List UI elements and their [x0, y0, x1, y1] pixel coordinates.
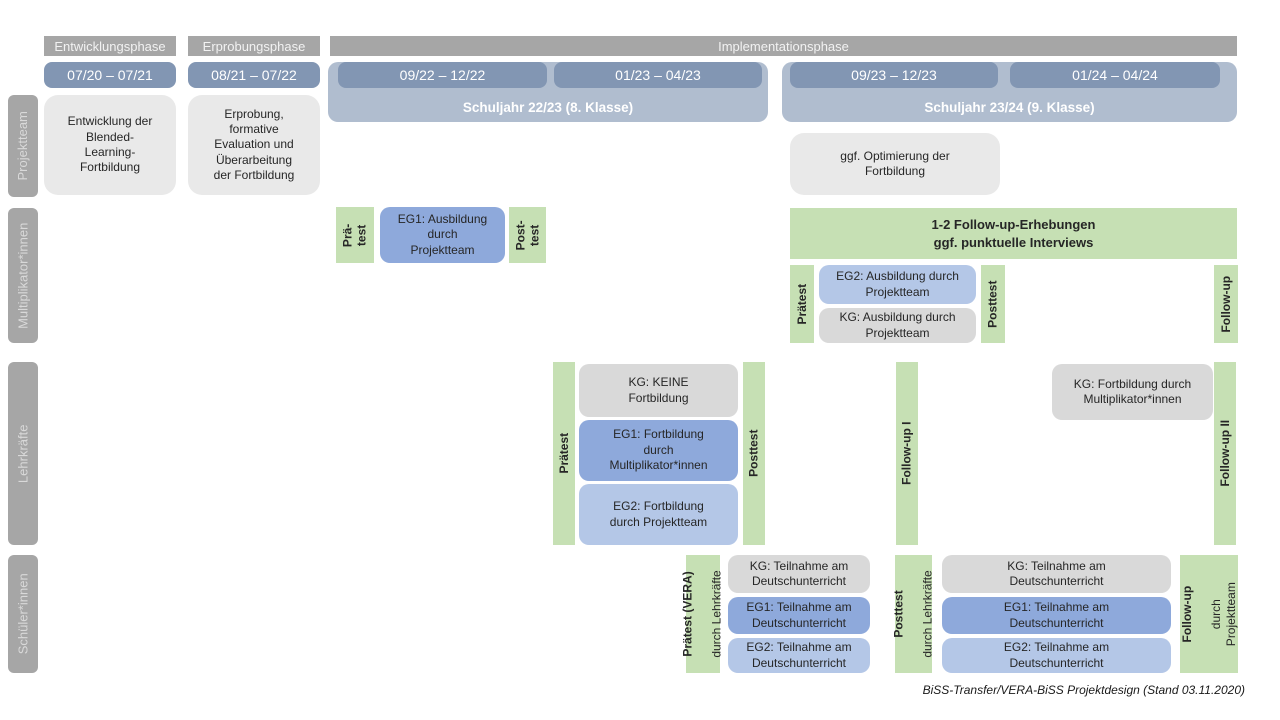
row-label-schuelerinnen: Schüler*innen: [8, 555, 38, 673]
phase-bar-entwicklungsphase: Entwicklungsphase: [44, 36, 176, 56]
bar-posttest-multiplikatoren-2-text: Posttest: [985, 280, 1000, 328]
phase-bar-implementationsphase: Implementationsphase: [330, 36, 1237, 56]
period-08-21: 08/21 – 07/22: [188, 62, 320, 88]
box-eg1-ausbildung-projektteam: EG1: Ausbildung durch Projektteam: [380, 207, 505, 263]
box-eg2-teilnahme-deutsch-1: EG2: Teilnahme am Deutschunterricht: [728, 638, 870, 673]
bar-posttest-multiplikatoren-1: Post- test: [509, 207, 546, 263]
box-kg-keine-fortbildung: KG: KEINE Fortbildung: [579, 364, 738, 417]
bar-followup-1-lehrkraefte: Follow-up I: [896, 362, 918, 545]
box-kg-fortbildung-multiplikatoren: KG: Fortbildung durch Multiplikator*inne…: [1052, 364, 1213, 420]
bar-praetest-lehrkraefte-text: Prätest: [556, 433, 571, 474]
bar-posttest-multiplikatoren-2: Posttest: [981, 265, 1005, 343]
bar-praetest-multiplikatoren-2-text: Prätest: [794, 283, 809, 325]
bar-posttest-multiplikatoren-1-text: Post- test: [513, 220, 542, 250]
posttest-schueler-title: Posttest: [891, 590, 906, 638]
followup-schueler-title: Follow-up: [1180, 585, 1195, 643]
bar-praetest-lehrkraefte: Prätest: [553, 362, 575, 545]
period-09-22: 09/22 – 12/22: [338, 62, 547, 88]
bar-posttest-schueler: Posttest durch Lehrkräfte: [892, 555, 935, 673]
row-label-schuelerinnen-text: Schüler*innen: [15, 573, 31, 655]
bar-posttest-lehrkraefte-text: Posttest: [746, 429, 761, 478]
bar-followup-multiplikatoren: Follow-up: [1214, 265, 1238, 343]
period-01-24: 01/24 – 04/24: [1010, 62, 1220, 88]
box-kg-teilnahme-deutsch-2: KG: Teilnahme am Deutschunterricht: [942, 555, 1171, 593]
row-label-projektteam: Projektteam: [8, 95, 38, 197]
praetest-vera-sub: durch Lehrkräfte: [710, 570, 725, 658]
row-label-projektteam-text: Projektteam: [15, 111, 31, 181]
bar-followup-schueler: Follow-up durch Projektteam: [1180, 555, 1238, 673]
row-label-multiplikatorinnen: Multiplikator*innen: [8, 208, 38, 343]
box-eg2-teilnahme-deutsch-2: EG2: Teilnahme am Deutschunterricht: [942, 638, 1171, 673]
bar-followup-1-lehrkraefte-text: Follow-up I: [899, 421, 914, 486]
row-label-lehrkraefte: Lehrkräfte: [8, 362, 38, 545]
bar-praetest-multiplikatoren-1: Prä- test: [336, 207, 374, 263]
period-01-23: 01/23 – 04/23: [554, 62, 762, 88]
bar-posttest-lehrkraefte: Posttest: [743, 362, 765, 545]
schuljahr-23-24-label: Schuljahr 23/24 (9. Klasse): [924, 100, 1095, 115]
bar-praetest-vera-schueler: Prätest (VERA) durch Lehrkräfte: [681, 555, 724, 673]
box-kg-ausbildung-projektteam: KG: Ausbildung durch Projektteam: [819, 308, 976, 343]
row-label-lehrkraefte-text: Lehrkräfte: [15, 424, 31, 483]
followup-schueler-sub: durch Projektteam: [1209, 581, 1238, 647]
praetest-vera-title: Prätest (VERA): [681, 571, 696, 657]
box-eg2-ausbildung-projektteam: EG2: Ausbildung durch Projektteam: [819, 265, 976, 304]
footer-caption: BiSS-Transfer/VERA-BiSS Projektdesign (S…: [922, 683, 1245, 697]
bar-posttest-schueler-text: Posttest durch Lehrkräfte: [878, 570, 950, 657]
box-eg1-teilnahme-deutsch-2: EG1: Teilnahme am Deutschunterricht: [942, 597, 1171, 634]
box-eg1-fortbildung-multiplikatoren: EG1: Fortbildung durch Multiplikator*inn…: [579, 420, 738, 481]
box-erprobung-evaluation: Erprobung, formative Evaluation und Über…: [188, 95, 320, 195]
period-07-20: 07/20 – 07/21: [44, 62, 176, 88]
row-label-multiplikatorinnen-text: Multiplikator*innen: [15, 222, 31, 329]
bar-followup-multiplikatoren-text: Follow-up: [1218, 275, 1233, 333]
bar-followup-2-lehrkraefte: Follow-up II: [1214, 362, 1236, 545]
phase-bar-erprobungsphase: Erprobungsphase: [188, 36, 320, 56]
bar-praetest-multiplikatoren-2: Prätest: [790, 265, 814, 343]
box-followup-erhebungen-info: 1-2 Follow-up-Erhebungen ggf. punktuelle…: [790, 208, 1237, 259]
box-optimierung-fortbildung: ggf. Optimierung der Fortbildung: [790, 133, 1000, 195]
bar-praetest-multiplikatoren-1-text: Prä- test: [340, 223, 369, 247]
box-eg1-teilnahme-deutsch-1: EG1: Teilnahme am Deutschunterricht: [728, 597, 870, 634]
schuljahr-22-23-label: Schuljahr 22/23 (8. Klasse): [462, 100, 634, 115]
posttest-schueler-sub: durch Lehrkräfte: [920, 570, 935, 658]
box-entwicklung-fortbildung: Entwicklung der Blended- Learning- Fortb…: [44, 95, 176, 195]
bar-followup-schueler-text: Follow-up durch Projektteam: [1166, 582, 1252, 646]
bar-followup-2-lehrkraefte-text: Follow-up II: [1217, 420, 1232, 487]
box-eg2-fortbildung-projektteam: EG2: Fortbildung durch Projektteam: [579, 484, 738, 545]
period-09-23: 09/23 – 12/23: [790, 62, 998, 88]
box-kg-teilnahme-deutsch-1: KG: Teilnahme am Deutschunterricht: [728, 555, 870, 593]
